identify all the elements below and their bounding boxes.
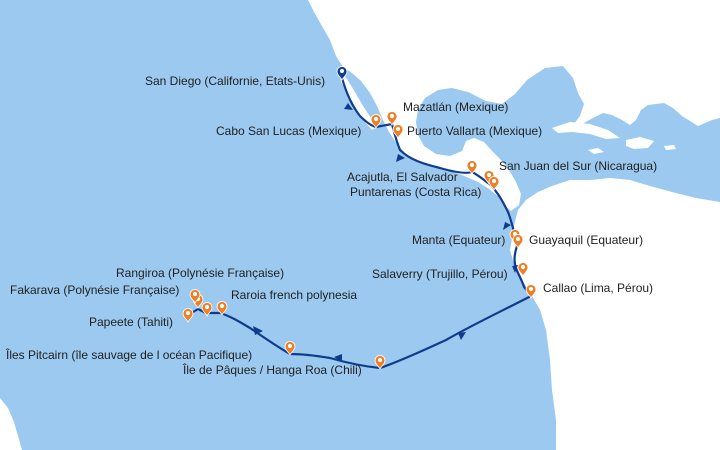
port-label-manta: Manta (Equateur) <box>412 233 506 247</box>
land-north-central-america <box>308 0 720 211</box>
port-label-san-juan-del-sur: San Juan del Sur (Nicaragua) <box>499 159 658 173</box>
map-pin-icon-dot <box>469 162 475 168</box>
port-label-mazatlan: Mazatlán (Mexique) <box>403 100 509 114</box>
map-pin-icon-dot <box>185 310 191 316</box>
port-label-rangiroa: Rangiroa (Polynésie Française) <box>116 266 285 280</box>
land-jamaica <box>588 148 604 154</box>
arrowhead-icon <box>503 222 511 230</box>
map-pin-icon-shape <box>392 124 404 139</box>
ship-start-icon[interactable] <box>336 66 348 81</box>
map-pin-icon[interactable] <box>182 308 194 323</box>
map-pin-icon-dot <box>486 172 492 178</box>
land-south-america <box>510 178 720 450</box>
map-pin-icon-shape <box>386 111 398 126</box>
arrowhead-icon <box>512 265 518 273</box>
map-pin-icon-dot <box>204 304 210 310</box>
map-pin-icon[interactable] <box>370 114 382 129</box>
arrowhead-icon <box>334 354 342 362</box>
port-label-guayaquil: Guayaquil (Equateur) <box>529 233 644 247</box>
map-pin-icon-dot <box>395 126 401 132</box>
port-label-acajutla: Acajutla, El Salvador <box>347 170 458 184</box>
arrowhead-icon <box>458 332 466 340</box>
map-pin-icon[interactable] <box>488 176 500 191</box>
map-pin-icon-dot <box>491 178 497 184</box>
map-pin-icon-dot <box>528 286 534 292</box>
port-label-puntarenas: Puntarenas (Costa Rica) <box>350 185 482 199</box>
port-label-pitcairn: Îles Pitcairn (île sauvage de l océan Pa… <box>6 348 253 362</box>
arrowhead-icon <box>396 154 405 162</box>
port-markers <box>182 66 537 370</box>
map-pin-icon[interactable] <box>466 160 478 175</box>
land-baja-california <box>340 70 376 130</box>
map-pin-icon-shape <box>284 341 296 356</box>
land-cuba <box>552 122 620 139</box>
land-hispaniola <box>626 137 654 149</box>
map-pin-icon[interactable] <box>386 111 398 126</box>
map-pin-icon[interactable] <box>201 302 213 317</box>
arrowhead-icon <box>253 326 263 335</box>
ship-start-icon-dot <box>339 68 345 74</box>
map-pin-icon[interactable] <box>525 284 537 299</box>
map-pin-icon-shape <box>525 284 537 299</box>
map-pin-icon[interactable] <box>189 289 201 304</box>
ship-start-icon-shape <box>336 66 348 81</box>
map-pin-icon-shape <box>466 160 478 175</box>
route-path <box>186 76 533 370</box>
map-pin-icon-dot <box>287 343 293 349</box>
port-label-san-diego: San Diego (Californie, Etats-Unis) <box>145 74 326 88</box>
map-pin-icon-shape <box>189 289 201 304</box>
land-new-zealand <box>0 398 22 450</box>
port-label-salaverry: Salaverry (Trujillo, Pérou) <box>372 267 508 281</box>
map-pin-icon[interactable] <box>512 234 524 249</box>
map-pin-icon-shape <box>488 176 500 191</box>
map-pin-icon[interactable] <box>374 355 386 370</box>
map-pin-icon[interactable] <box>392 124 404 139</box>
map-pin-icon-dot <box>192 291 198 297</box>
map-pin-icon-dot <box>389 113 395 119</box>
land-puerto-rico <box>664 145 676 150</box>
port-label-papeete: Papeete (Tahiti) <box>89 315 174 329</box>
map-pin-icon-shape <box>201 302 213 317</box>
map-pin-icon-shape <box>182 308 194 323</box>
port-label-puerto-vallarta: Puerto Vallarta (Mexique) <box>407 124 543 138</box>
arrowhead-icon <box>344 103 353 110</box>
cruise-route <box>186 76 533 370</box>
map-pin-icon-shape <box>370 114 382 129</box>
map-pin-icon-shape <box>374 355 386 370</box>
map-pin-icon[interactable] <box>483 170 495 185</box>
map-pin-icon[interactable] <box>284 341 296 356</box>
port-label-fakarava: Fakarava (Polynésie Française) <box>10 283 180 297</box>
port-label-callao: Callao (Lima, Pérou) <box>543 281 654 295</box>
map-pin-icon-dot <box>219 303 225 309</box>
map-pin-icon-dot <box>520 264 526 270</box>
map-pin-icon-dot <box>515 236 521 242</box>
port-label-cabo-san-lucas: Cabo San Lucas (Mexique) <box>216 124 362 138</box>
map-pin-icon-shape <box>216 301 228 316</box>
map-pin-icon-shape <box>517 262 529 277</box>
port-label-raroia: Raroia french polynesia <box>231 288 358 302</box>
map-pin-icon-shape <box>512 234 524 249</box>
map-pin-icon-dot <box>373 116 379 122</box>
port-label-easter-island: Île de Pâques / Hanga Roa (Chili) <box>183 363 362 377</box>
map-pin-icon-dot <box>377 357 383 363</box>
map-pin-icon[interactable] <box>216 301 228 316</box>
map-pin-icon[interactable] <box>517 262 529 277</box>
